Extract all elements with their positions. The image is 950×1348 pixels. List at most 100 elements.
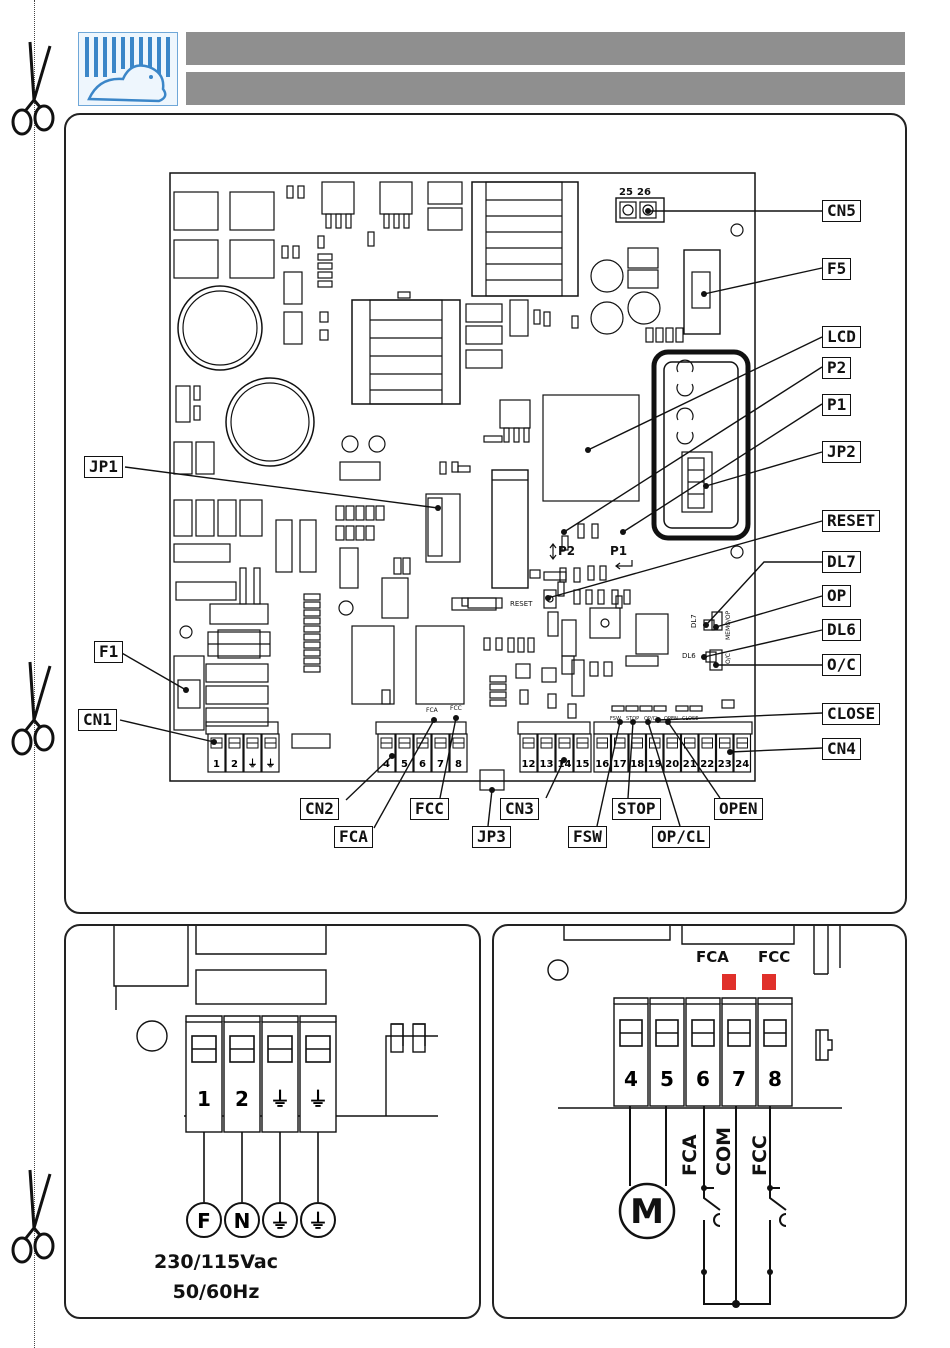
terminal-cell: 1: [208, 734, 225, 772]
terminal-number: ⏚: [266, 758, 276, 770]
cn5-terminal-label: 25: [619, 187, 633, 198]
callout-f1: F1: [94, 641, 123, 663]
motor-terminal-number: 8: [768, 1067, 782, 1091]
callout-cn3: CN3: [500, 798, 539, 820]
callout-fcc: FCC: [410, 798, 449, 820]
callout-open: OPEN: [714, 798, 763, 820]
terminal-number: 18: [630, 759, 644, 770]
callout-close: CLOSE: [822, 703, 880, 725]
callout-reset: RESET: [822, 510, 880, 532]
fcc-led: [762, 974, 776, 990]
power-symbol: ⏚: [301, 1203, 335, 1237]
callout-dl7: DL7: [822, 551, 861, 573]
terminal-number: 6: [419, 759, 426, 770]
terminal-number: 22: [700, 759, 714, 770]
callout-cn4: CN4: [822, 738, 861, 760]
terminal-number: 17: [613, 759, 627, 770]
terminal-number: 20: [665, 759, 679, 770]
p2-pcb-label: P2: [558, 544, 575, 558]
fcc-top-label: FCC: [758, 948, 790, 966]
callout-oc: O/C: [822, 654, 861, 676]
dl6-pcb-label: DL6: [682, 652, 696, 660]
fca-pcb-label: FCA: [426, 707, 439, 714]
terminal-cell: 24: [734, 734, 751, 772]
callout-jp3: JP3: [472, 826, 511, 848]
motor-terminal-cell: 4: [614, 998, 648, 1106]
terminal-number: 12: [522, 759, 536, 770]
terminal-cell: 14: [556, 734, 573, 772]
terminal-cell: 17: [612, 734, 629, 772]
callout-fca: FCA: [334, 826, 373, 848]
cn5-terminal-label: 26: [637, 187, 651, 198]
callout-jp1: JP1: [84, 456, 123, 478]
terminal-number: 1: [213, 759, 220, 770]
power-symbol: F: [187, 1203, 221, 1237]
motor-terminal-number: 5: [660, 1067, 674, 1091]
callout-f5: F5: [822, 258, 851, 280]
power-terminal-cell: ⏚: [262, 1016, 298, 1202]
callout-cn5: CN5: [822, 200, 861, 222]
terminal-cell: 12: [520, 734, 537, 772]
terminal-number: 23: [718, 759, 732, 770]
wire-label-com: COM: [713, 1127, 735, 1176]
motor-terminal-number: 4: [624, 1067, 638, 1091]
oc-pcb-label: O/C: [725, 653, 732, 664]
power-terminal-number: ⏚: [270, 1087, 290, 1111]
power-symbol-text: ⏚: [270, 1209, 290, 1233]
terminal-number: 24: [735, 759, 749, 770]
callout-stop: STOP: [612, 798, 661, 820]
pcb-outline: [170, 173, 755, 781]
motor-terminal-cell: 6: [686, 998, 720, 1106]
callout-lcd: LCD: [822, 326, 861, 348]
callout-cn2: CN2: [300, 798, 339, 820]
reset-pcb-label: RESET: [510, 600, 533, 608]
callout-op: OP: [822, 585, 851, 607]
motor-symbol: M: [630, 1192, 664, 1232]
wire-label-fcc: FCC: [749, 1135, 771, 1176]
power-detail-panel: 12 ⏚ ⏚ FN ⏚ ⏚ 230/115Vac 50/60Hz: [64, 924, 481, 1319]
callout-dl6: DL6: [822, 619, 861, 641]
p1-pcb-label: P1: [610, 544, 627, 558]
fca-led: [722, 974, 736, 990]
power-terminal-cell: 1: [186, 1016, 222, 1202]
power-symbol: ⏚: [263, 1203, 297, 1237]
fcc-pcb-label: FCC: [450, 705, 462, 712]
callout-fsw: FSW: [568, 826, 607, 848]
motor-terminal-number: 7: [732, 1067, 746, 1091]
callout-cn1: CN1: [78, 709, 117, 731]
frequency-label: 50/60Hz: [106, 1281, 326, 1303]
motor-terminal-cell: 7: [722, 998, 756, 1106]
terminal-number: ⏚: [248, 758, 258, 770]
power-terminal-number: ⏚: [308, 1087, 328, 1111]
terminal-cell: 22: [699, 734, 716, 772]
terminal-number: 15: [576, 759, 590, 770]
callout-jp2: JP2: [822, 441, 861, 463]
terminal-cell: 19: [647, 734, 664, 772]
terminal-cell: ⏚: [262, 734, 279, 772]
power-symbol-text: F: [197, 1209, 211, 1233]
terminal-number: 7: [437, 759, 444, 770]
terminal-blocks: 12⏚⏚4567812131415161718192021222324: [208, 734, 751, 772]
callout-opcl: OP/CL: [652, 826, 710, 848]
memo-op-pcb-label: MEMO/OP: [725, 610, 732, 640]
power-terminal-cell: ⏚: [300, 1016, 336, 1202]
power-terminal-cell: 2: [224, 1016, 260, 1202]
power-symbol-text: N: [234, 1209, 251, 1233]
power-symbol-text: ⏚: [308, 1209, 328, 1233]
terminal-cell: 13: [538, 734, 555, 772]
terminal-number: 8: [455, 759, 462, 770]
power-terminal-number: 1: [197, 1087, 211, 1111]
motor-terminal-cell: 8: [758, 998, 792, 1106]
terminal-cell: 8: [450, 734, 467, 772]
voltage-label: 230/115Vac: [106, 1251, 326, 1273]
terminal-number: 16: [595, 759, 609, 770]
power-symbol: N: [225, 1203, 259, 1237]
terminal-cell: 5: [396, 734, 413, 772]
terminal-number: 2: [231, 759, 238, 770]
motor-terminal-cell: 5: [650, 998, 684, 1106]
motor-terminal-number: 6: [696, 1067, 710, 1091]
power-terminal-number: 2: [235, 1087, 249, 1111]
